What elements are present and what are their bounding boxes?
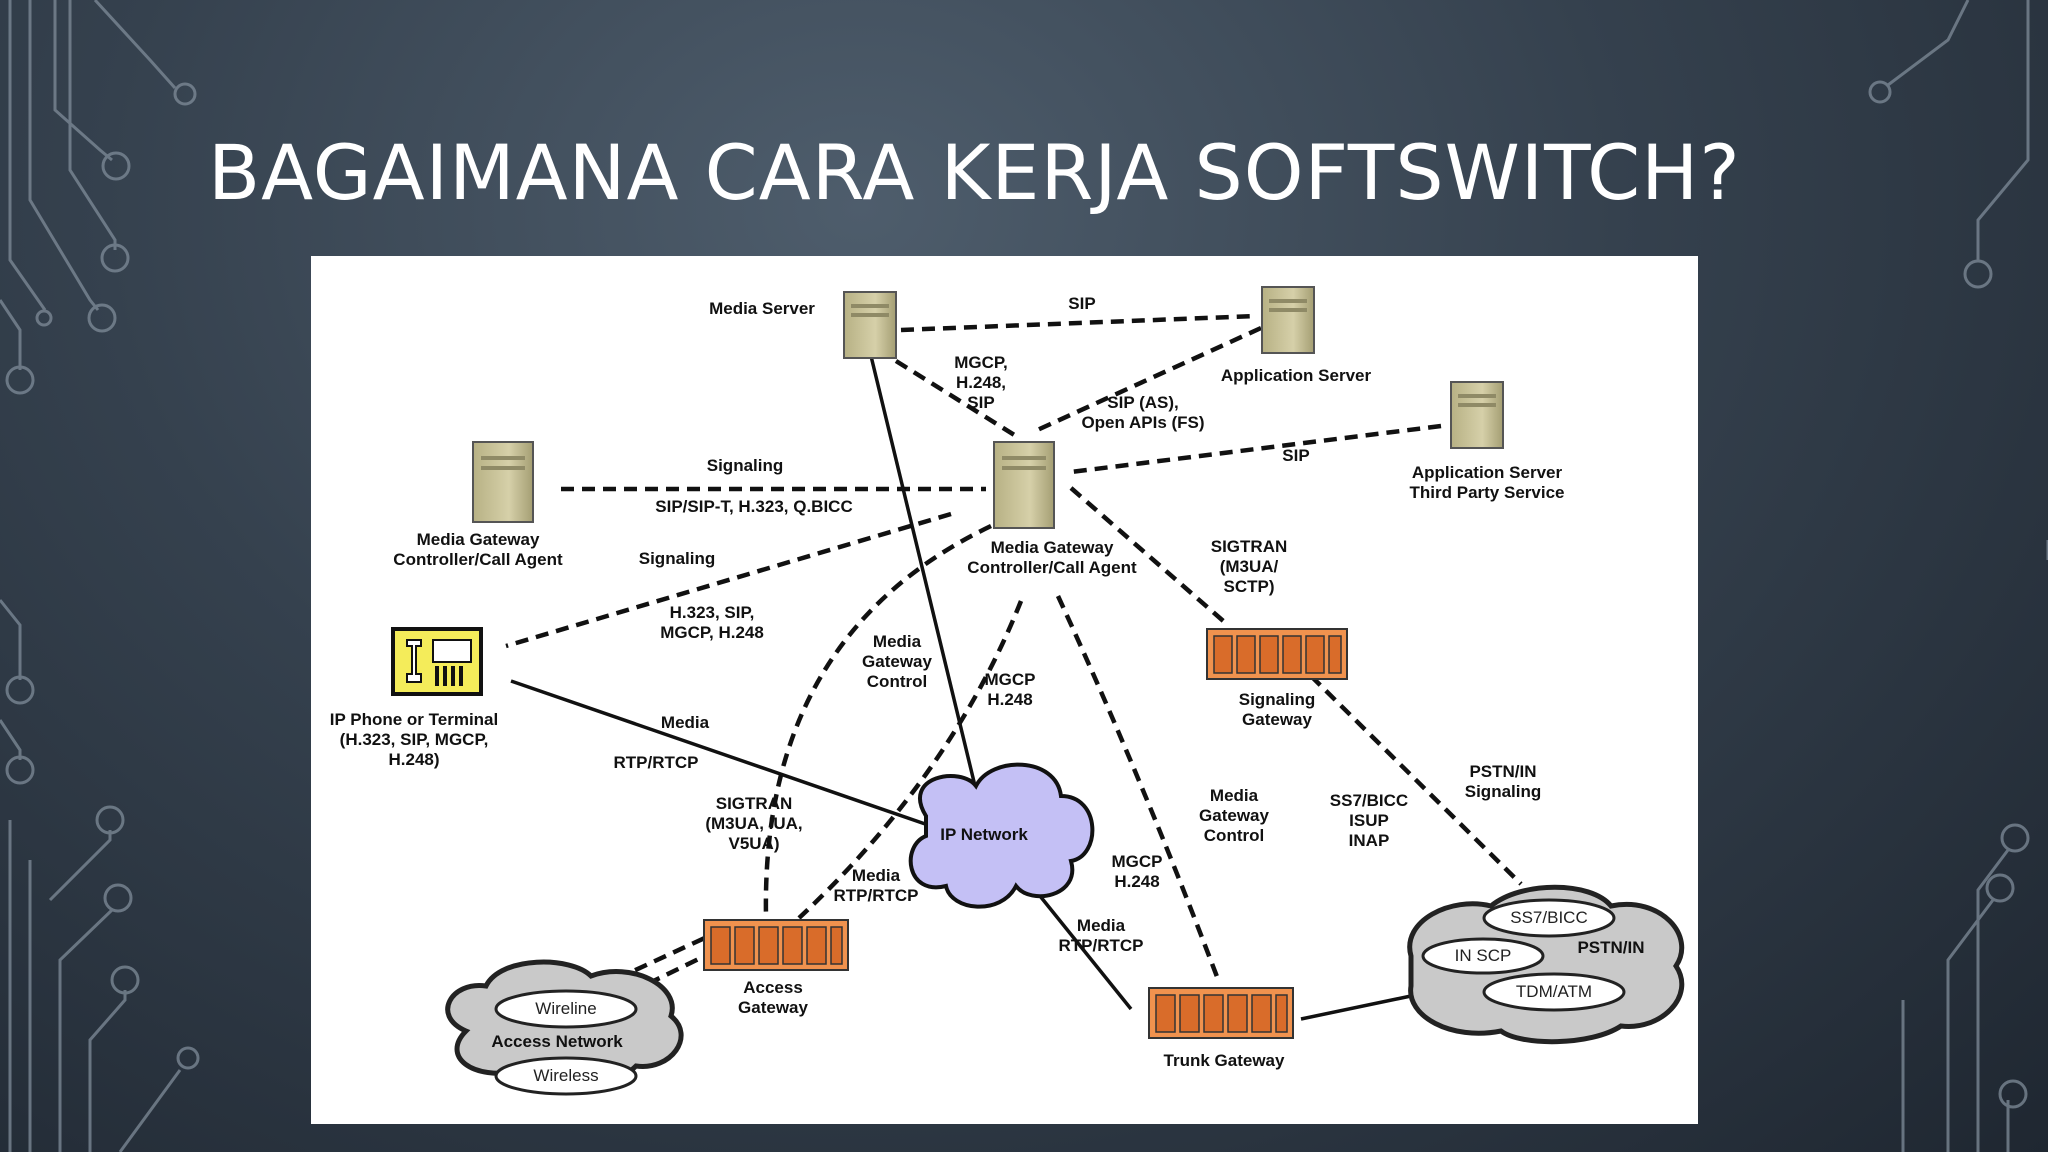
slide-title: BAGAIMANA CARA KERJA SOFTSWITCH? bbox=[208, 128, 1741, 217]
link-label-media-3: Media RTP/RTCP bbox=[1058, 916, 1144, 955]
application-server-icon bbox=[1261, 286, 1315, 354]
trunk-gateway-icon bbox=[1148, 987, 1294, 1039]
link-label-sip-as: SIP (AS), Open APIs (FS) bbox=[1081, 393, 1205, 432]
pstn-in-cloud bbox=[1407, 884, 1685, 1045]
link-label-mgcp-h248-2: MGCP H.248 bbox=[1111, 852, 1163, 891]
media-server-label: Media Server bbox=[709, 299, 815, 318]
link-label-media-2: Media RTP/RTCP bbox=[833, 866, 919, 905]
link-label-sip-third: SIP bbox=[1282, 446, 1310, 465]
link-label-mgcp-h248-1: MGCP H.248 bbox=[984, 670, 1036, 709]
trunk-gateway-label: Trunk Gateway bbox=[1163, 1051, 1285, 1070]
ip-network-cloud bbox=[908, 762, 1095, 909]
mgc-left-server-icon bbox=[472, 441, 534, 523]
diagram-canvas bbox=[391, 286, 1685, 1096]
application-server-third-party-icon bbox=[1450, 381, 1504, 449]
link-label-rtp-rtcp-1: RTP/RTCP bbox=[613, 753, 699, 772]
access-gateway-label: Access Gateway bbox=[738, 978, 808, 1017]
link-label-mgcp-h248-sip: MGCP, H.248, SIP bbox=[954, 353, 1008, 412]
link-trunk-gateway-pstn bbox=[1300, 994, 1412, 1021]
link-access-network-gateway-2 bbox=[628, 946, 720, 996]
link-mgc-access-gateway-control bbox=[797, 600, 1024, 920]
media-links bbox=[510, 355, 1412, 1021]
application-server-third-party-label: Application Server Third Party Service bbox=[1409, 463, 1565, 502]
link-label-media-gateway-control-2: Media Gateway Control bbox=[1199, 786, 1269, 845]
link-mgc-trunk-gateway bbox=[1055, 595, 1222, 983]
mgc-left-label: Media Gateway Controller/Call Agent bbox=[393, 530, 563, 569]
link-ip-phone-ip-network bbox=[510, 679, 932, 828]
circuit-decoration-left bbox=[0, 0, 200, 1152]
mgc-center-label: Media Gateway Controller/Call Agent bbox=[967, 538, 1137, 577]
link-ip-network-trunk-gateway bbox=[1034, 889, 1133, 1011]
pstn-in-label: PSTN/IN bbox=[1577, 938, 1645, 957]
mgc-center-server-icon bbox=[993, 441, 1055, 529]
ss7-bicc-cloud-label: SS7/BICC bbox=[1510, 908, 1588, 927]
signaling-links bbox=[505, 313, 1523, 996]
access-gateway-icon bbox=[703, 919, 849, 971]
link-label-sigtran-ag: SIGTRAN (M3UA, IUA, V5UA) bbox=[705, 794, 803, 853]
media-server-icon bbox=[843, 291, 897, 359]
link-label-sip-sipt: SIP/SIP-T, H.323, Q.BICC bbox=[655, 497, 853, 516]
tdm-atm-label: TDM/ATM bbox=[1515, 982, 1593, 1001]
link-label-media-1: Media bbox=[660, 713, 710, 732]
link-mgc-ip-phone bbox=[505, 511, 952, 649]
link-label-pstn-signaling: PSTN/IN Signaling bbox=[1464, 762, 1542, 801]
access-network-cloud bbox=[445, 959, 684, 1096]
link-label-media-gateway-control-1: Media Gateway Control bbox=[862, 632, 932, 691]
link-media-server-app-server bbox=[900, 313, 1257, 333]
circuit-decoration-right bbox=[1868, 0, 2048, 1152]
link-label-sip-top: SIP bbox=[1068, 294, 1096, 313]
wireline-label: Wireline bbox=[535, 999, 597, 1018]
signaling-gateway-icon bbox=[1206, 628, 1348, 680]
link-label-signaling-2: Signaling bbox=[638, 549, 716, 568]
ip-network-label: IP Network bbox=[940, 825, 1028, 844]
access-network-label: Access Network bbox=[491, 1032, 623, 1051]
link-label-signaling-1: Signaling bbox=[706, 456, 784, 475]
softswitch-architecture-diagram: Media Server Application Server Applicat… bbox=[311, 256, 1698, 1124]
ip-phone-icon bbox=[391, 627, 483, 696]
wireless-label: Wireless bbox=[533, 1066, 599, 1085]
link-access-network-gateway-1 bbox=[615, 933, 710, 982]
link-label-h323-sip: H.323, SIP, MGCP, H.248 bbox=[660, 603, 764, 642]
link-mgc-access-gateway-sigtran bbox=[763, 523, 992, 917]
link-label-ss7-isup: SS7/BICC ISUP INAP bbox=[1329, 791, 1409, 850]
signaling-gateway-label: Signaling Gateway bbox=[1238, 690, 1316, 729]
link-signaling-gateway-pstn bbox=[1309, 674, 1523, 886]
link-media-server-mgc bbox=[894, 359, 1018, 438]
link-mgc-signaling-gateway bbox=[1069, 486, 1231, 628]
link-media-server-ip-network bbox=[869, 355, 977, 787]
ip-phone-label: IP Phone or Terminal (H.323, SIP, MGCP, … bbox=[329, 710, 499, 769]
in-scp-label: IN SCP bbox=[1454, 946, 1512, 965]
application-server-label: Application Server bbox=[1220, 366, 1372, 385]
link-label-sigtran-sg: SIGTRAN (M3UA/ SCTP) bbox=[1210, 537, 1288, 596]
